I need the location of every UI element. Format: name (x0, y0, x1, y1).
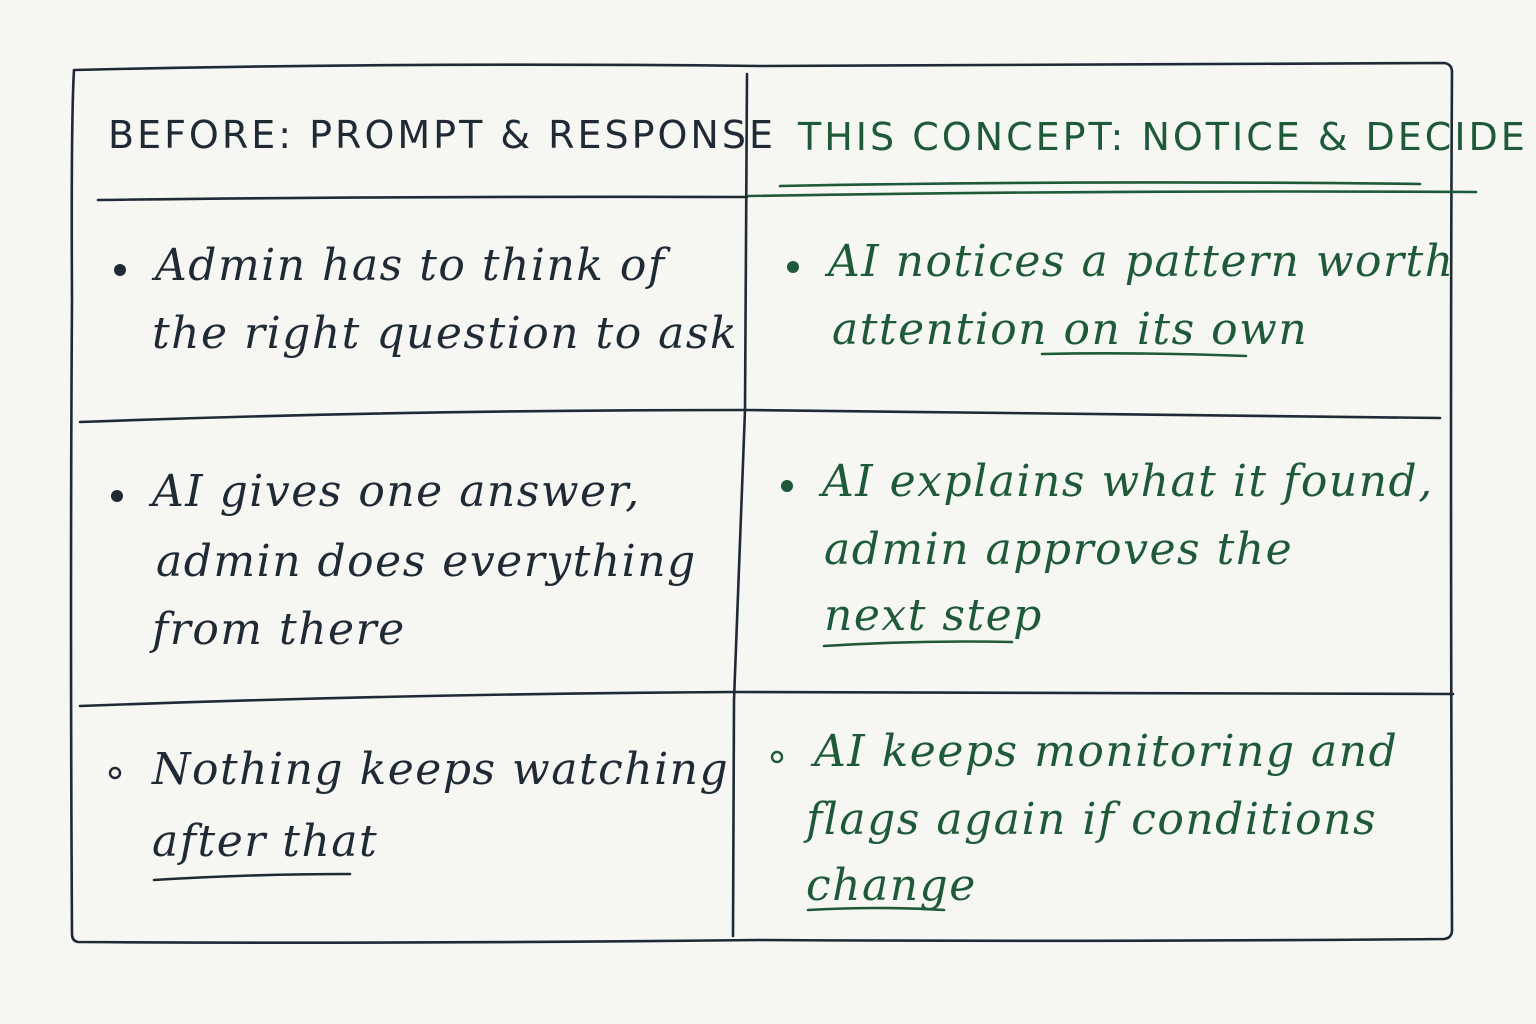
row1-left-line2: the right question to ask (152, 308, 738, 359)
row2-right-line1: AI explains what it found, (818, 456, 1434, 507)
header-underline-right (778, 181, 1422, 188)
row2-left-line3: from there (149, 604, 406, 655)
row2-right-line2: admin approves the (824, 524, 1293, 575)
underline-on-its-own (1040, 352, 1248, 358)
header-separator-right (746, 190, 1478, 198)
row2-right-line3: next step (824, 590, 1043, 641)
bullet-ring (108, 766, 122, 780)
bullet-dot (787, 261, 799, 273)
row3-right-line1: AI keeps monitoring and (810, 726, 1398, 777)
row1-right-underlined: on its own (1064, 304, 1309, 355)
header-this-concept: THIS CONCEPT: NOTICE & DECIDE (797, 115, 1528, 159)
row3-left-line1: Nothing keeps watching (151, 744, 729, 795)
bullet-dot (111, 490, 123, 502)
header-before: BEFORE: PROMPT & RESPONSE (108, 113, 776, 157)
row1-right-line1: AI notices a pattern worth (824, 236, 1455, 287)
bullet-dot (781, 480, 793, 492)
row-separator-1 (78, 408, 1442, 424)
row3-right-line3: change (806, 860, 977, 911)
row1-right-line2: attention on its own (832, 304, 1308, 355)
row2-left-line2: admin does everything (156, 536, 697, 587)
header-separator-left (96, 195, 749, 202)
row1-left-line1: Admin has to think of (151, 240, 671, 291)
row3-right-line2: flags again if conditions (803, 794, 1377, 845)
table-border (69, 61, 1454, 944)
underline-after-that (152, 872, 352, 882)
column-divider (731, 72, 749, 938)
bullet-dot (114, 264, 126, 276)
underline-next-step (822, 640, 1014, 648)
underline-change (806, 906, 946, 912)
row3-left-line2: after that (152, 816, 378, 867)
row2-left-line1: AI gives one answer, (148, 466, 641, 517)
row-separator-2 (78, 690, 1455, 708)
bullet-ring (770, 750, 784, 764)
